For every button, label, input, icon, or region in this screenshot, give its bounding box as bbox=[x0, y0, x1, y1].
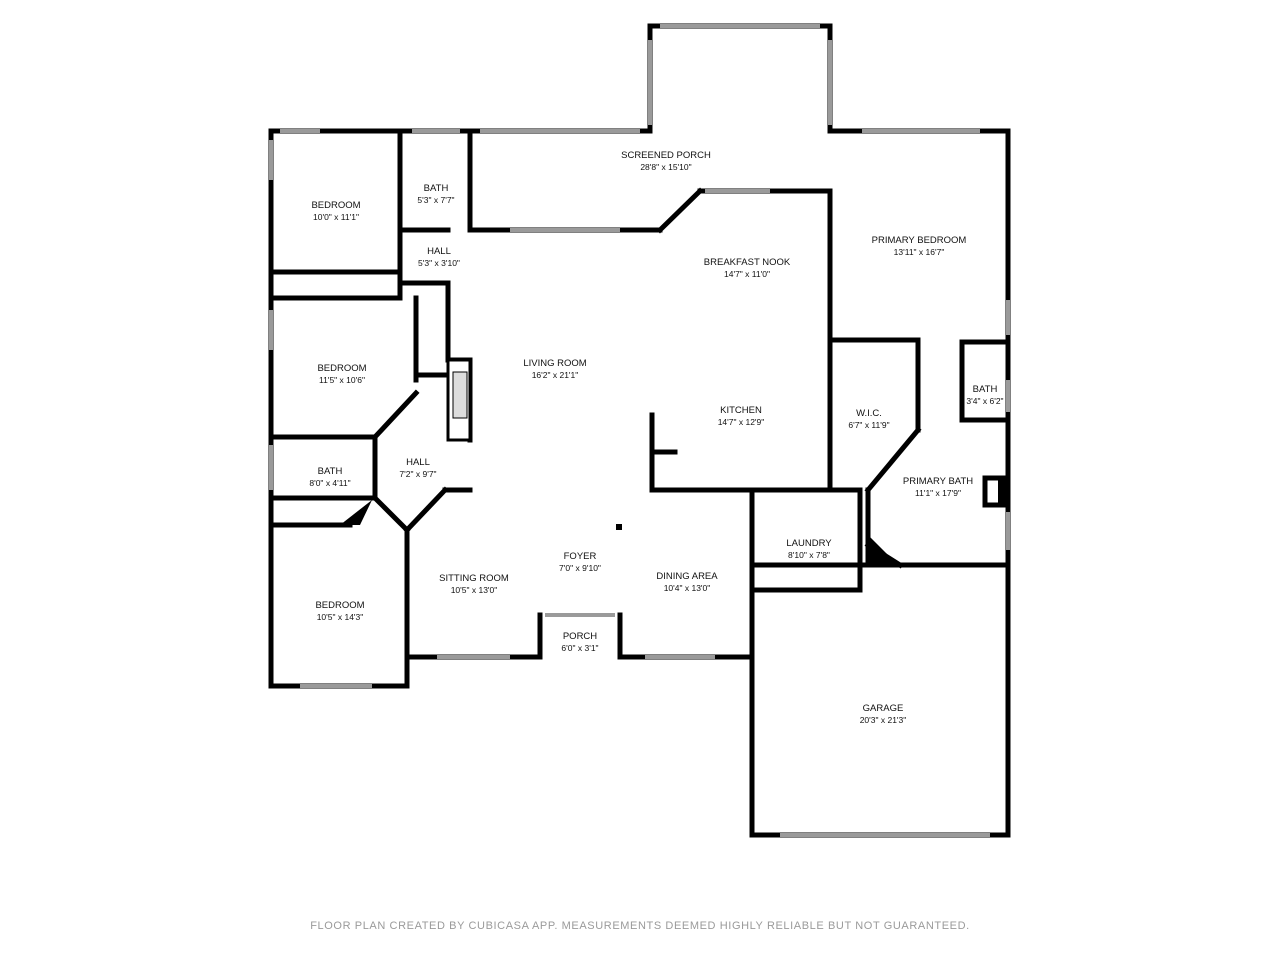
room-name-primary-bedroom: PRIMARY BEDROOM bbox=[872, 235, 967, 246]
room-dim-bedroom-2: 11'5" x 10'6" bbox=[319, 375, 365, 385]
room-name-laundry: LAUNDRY bbox=[786, 538, 832, 549]
room-labels: SCREENED PORCH 28'8" x 15'10" BEDROOM 10… bbox=[309, 150, 1003, 725]
room-name-bedroom-2: BEDROOM bbox=[317, 363, 366, 374]
room-dim-breakfast-nook: 14'7" x 11'0" bbox=[724, 269, 770, 279]
room-name-breakfast-nook: BREAKFAST NOOK bbox=[704, 257, 791, 268]
room-name-primary-bath: PRIMARY BATH bbox=[903, 476, 973, 487]
room-name-sitting-room: SITTING ROOM bbox=[439, 573, 509, 584]
room-dim-foyer: 7'0" x 9'10" bbox=[559, 563, 601, 573]
room-dim-living-room: 16'2" x 21'1" bbox=[532, 370, 579, 380]
room-name-porch: PORCH bbox=[563, 631, 597, 642]
room-name-hall-2: HALL bbox=[406, 457, 430, 468]
room-name-bath-2: BATH bbox=[973, 384, 998, 395]
room-dim-hall-2: 7'2" x 9'7" bbox=[399, 469, 436, 479]
room-dim-bath-1: 5'3" x 7'7" bbox=[417, 195, 454, 205]
windows bbox=[269, 24, 1010, 837]
room-dim-wic: 6'7" x 11'9" bbox=[848, 420, 889, 430]
room-dim-bath-2: 3'4" x 6'2" bbox=[966, 396, 1003, 406]
room-dim-hall-1: 5'3" x 3'10" bbox=[418, 258, 460, 268]
room-name-wic: W.I.C. bbox=[856, 408, 882, 419]
room-name-bedroom-1: BEDROOM bbox=[311, 200, 360, 211]
room-name-garage: GARAGE bbox=[863, 703, 904, 714]
room-dim-sitting-room: 10'5" x 13'0" bbox=[451, 585, 498, 595]
room-name-living-room: LIVING ROOM bbox=[523, 358, 586, 369]
room-dim-bedroom-3: 10'5" x 14'3" bbox=[317, 612, 364, 622]
room-dim-primary-bath: 11'1" x 17'9" bbox=[915, 488, 961, 498]
room-name-bath-1: BATH bbox=[424, 183, 449, 194]
room-dim-garage: 20'3" x 21'3" bbox=[860, 715, 907, 725]
fixtures bbox=[340, 358, 1008, 565]
room-name-kitchen: KITCHEN bbox=[720, 405, 762, 416]
room-dim-primary-bedroom: 13'11" x 16'7" bbox=[894, 247, 945, 257]
room-dim-screened-porch: 28'8" x 15'10" bbox=[640, 162, 691, 172]
room-dim-dining-area: 10'4" x 13'0" bbox=[664, 583, 711, 593]
room-name-foyer: FOYER bbox=[564, 551, 597, 562]
room-dim-porch: 6'0" x 3'1" bbox=[561, 643, 598, 653]
room-name-screened-porch: SCREENED PORCH bbox=[621, 150, 711, 161]
room-name-bath-3: BATH bbox=[318, 466, 343, 477]
footer-disclaimer: FLOOR PLAN CREATED BY CUBICASA APP. MEAS… bbox=[310, 920, 970, 932]
room-name-bedroom-3: BEDROOM bbox=[315, 600, 364, 611]
room-dim-laundry: 8'10" x 7'8" bbox=[788, 550, 830, 560]
room-dim-kitchen: 14'7" x 12'9" bbox=[718, 417, 765, 427]
room-dim-bedroom-1: 10'0" x 11'1" bbox=[313, 212, 359, 222]
room-name-hall-1: HALL bbox=[427, 246, 451, 257]
room-dim-bath-3: 8'0" x 4'11" bbox=[309, 478, 350, 488]
room-name-dining-area: DINING AREA bbox=[656, 571, 718, 582]
